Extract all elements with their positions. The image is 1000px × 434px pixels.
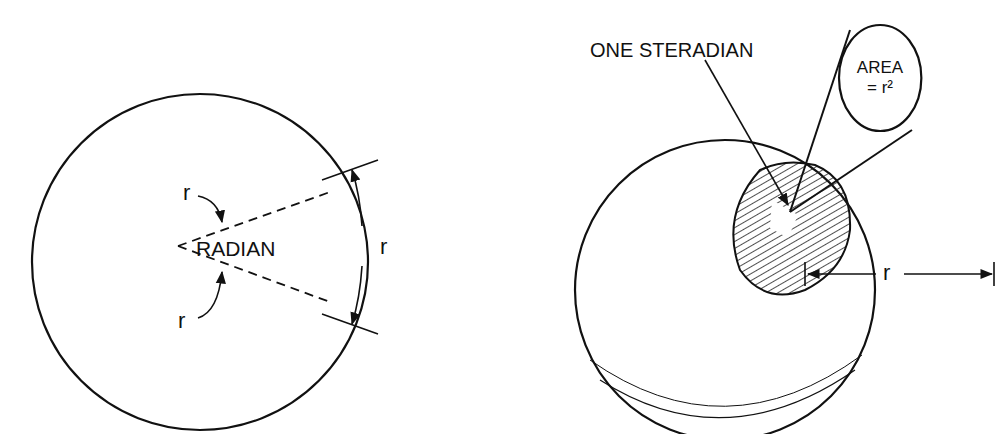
area-label: AREA = r² [851, 58, 909, 97]
radius-label: r [183, 182, 190, 204]
circle [32, 94, 368, 430]
arc-length-label: r [380, 236, 387, 258]
radius-label: r [883, 262, 890, 284]
steradian-label: ONE STERADIAN [590, 40, 753, 60]
radian-label: RADIAN [196, 238, 275, 259]
cone-end-ellipse: AREA = r² [837, 23, 923, 133]
radius-label: r [178, 310, 185, 332]
